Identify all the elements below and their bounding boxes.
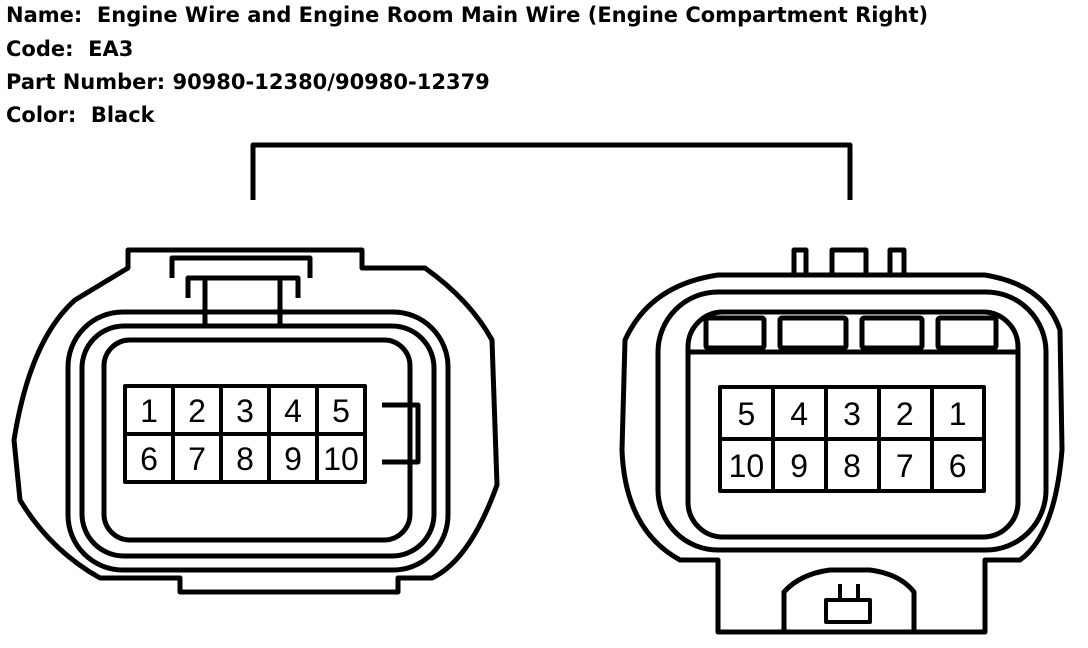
right-top-tab [887, 247, 907, 275]
left-pin-8: 8 [236, 441, 254, 477]
right-terminal-face [685, 309, 1021, 540]
left-pin-3: 3 [236, 393, 254, 429]
name-line: Name: Engine Wire and Engine Room Main W… [6, 3, 928, 27]
right-top-tab [829, 247, 869, 275]
right-slot [777, 315, 849, 351]
left-pin-9: 9 [284, 441, 302, 477]
right-pin-8: 8 [843, 448, 861, 484]
right-top-tab [791, 247, 809, 275]
left-inner-wall [65, 309, 451, 573]
right-pin-6: 6 [949, 448, 967, 484]
right-pin-2: 2 [896, 396, 914, 432]
color-value: Black [90, 103, 155, 127]
left-outer-housing [11, 247, 500, 595]
right-pin-9: 9 [790, 448, 808, 484]
code-value: EA3 [88, 37, 134, 61]
part-number-line: Part Number: 90980-12380/90980-12379 [6, 70, 490, 94]
right-inner-wall [655, 289, 1049, 553]
right-pin-10: 10 [729, 448, 765, 484]
left-inner-wall-2 [79, 323, 437, 559]
right-bottom-latch [781, 567, 917, 632]
color-line: Color: Black [6, 103, 155, 127]
right-pin-3: 3 [843, 396, 861, 432]
left-pin-10: 10 [323, 441, 359, 477]
left-pin-2: 2 [188, 393, 206, 429]
code-label: Code: [6, 37, 74, 61]
left-pin-7: 7 [188, 441, 206, 477]
part-number-value: 90980-12380/90980-12379 [172, 70, 490, 94]
left-top-latch [169, 255, 313, 278]
left-pin-5: 5 [332, 393, 350, 429]
color-label: Color: [6, 103, 77, 127]
code-line: Code: EA3 [6, 37, 133, 61]
part-number-label: Part Number: [6, 70, 166, 94]
left-pin-4: 4 [284, 393, 302, 429]
right-latch-button [824, 598, 872, 624]
right-pin-1: 1 [949, 396, 967, 432]
right-slot [935, 315, 999, 351]
left-terminal-face [101, 337, 413, 543]
right-pin-5: 5 [738, 396, 756, 432]
name-value: Engine Wire and Engine Room Main Wire (E… [96, 3, 929, 27]
left-side-lock [382, 402, 421, 465]
right-pin-4: 4 [790, 396, 808, 432]
left-connector [11, 247, 500, 595]
left-latch-lever [185, 275, 301, 298]
right-connector [619, 247, 1065, 635]
name-label: Name: [6, 3, 83, 27]
connector-pair-bracket [250, 142, 853, 200]
right-outer-housing [619, 272, 1065, 635]
right-slot [703, 315, 767, 351]
left-pin-1: 1 [140, 393, 158, 429]
right-pin-7: 7 [896, 448, 914, 484]
left-pin-6: 6 [140, 441, 158, 477]
right-slot [859, 315, 925, 351]
